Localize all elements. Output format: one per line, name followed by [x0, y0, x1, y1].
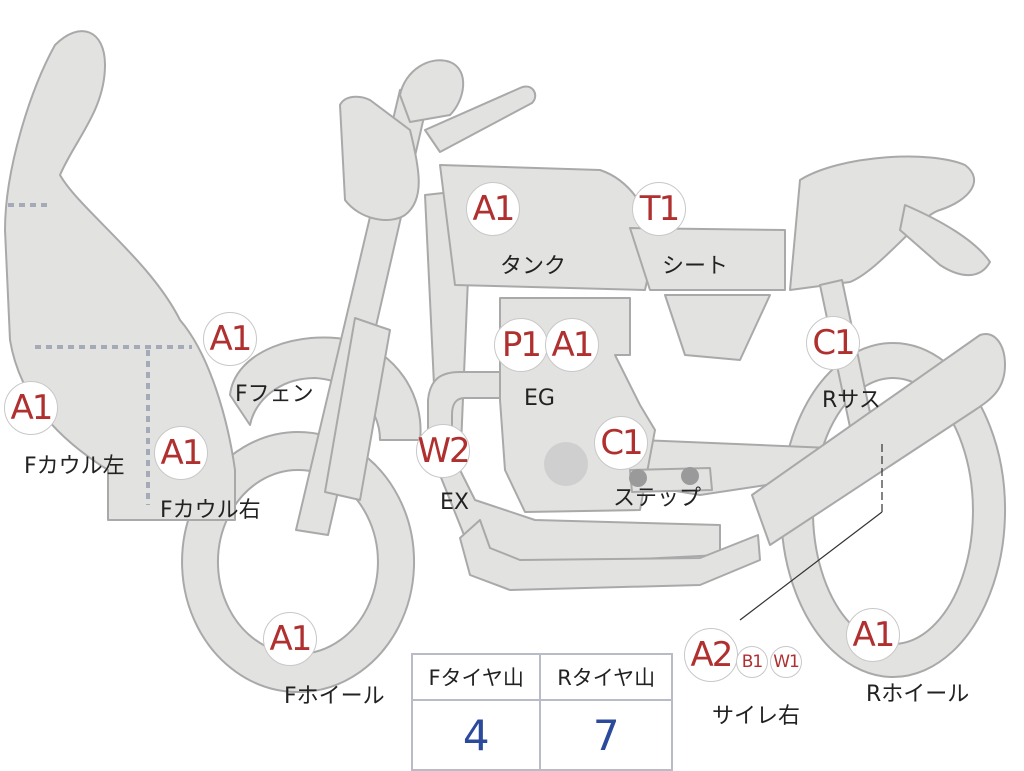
- seat-shape: [629, 227, 786, 291]
- badge-engine-a: A1: [545, 318, 599, 372]
- rear-tire-value: 7: [539, 699, 673, 771]
- label-silencer: サイレ右: [712, 704, 801, 729]
- tail-fin-shape: [899, 204, 991, 277]
- exhaust-pipe-shape: [459, 519, 761, 591]
- label-rear-suspension: Rサス: [822, 388, 881, 413]
- tail-shape: [789, 155, 976, 291]
- badge-front-wheel: A1: [263, 612, 317, 666]
- front-tire-header: Fタイヤ山: [410, 653, 542, 701]
- badge-silencer-b: B1: [736, 646, 768, 678]
- fork-lower-shape: [324, 317, 391, 501]
- badge-rear-suspension: C1: [806, 316, 860, 370]
- label-front-wheel: Fホイール: [284, 684, 385, 709]
- label-front-fender: Fフェン: [235, 382, 314, 407]
- badge-engine-p: P1: [494, 318, 548, 372]
- front-cowl-shape: [4, 30, 236, 521]
- label-step: ステップ: [613, 486, 702, 511]
- tire-tread-table: Fタイヤ山 Rタイヤ山 4 7: [410, 653, 673, 771]
- grip-shape: [399, 59, 465, 123]
- label-exhaust: EX: [440, 490, 469, 515]
- label-cowl-right: Fカウル右: [160, 498, 261, 523]
- label-tank: タンク: [500, 254, 567, 279]
- badge-front-fender: A1: [203, 312, 257, 366]
- headlight-shape: [339, 95, 420, 221]
- badge-cowl-right: A1: [154, 426, 208, 480]
- step-right-mark: [681, 467, 699, 485]
- badge-cowl-left: A1: [4, 381, 58, 435]
- badge-tank: A1: [466, 182, 520, 236]
- badge-silencer-w: W1: [770, 646, 802, 678]
- engine-cover-mark: [544, 442, 588, 486]
- badge-seat: T1: [632, 182, 686, 236]
- label-cowl-left: Fカウル左: [24, 454, 125, 479]
- side-panel-shape: [664, 294, 771, 361]
- step-left-mark: [629, 469, 647, 487]
- front-tire-value: 4: [410, 699, 542, 771]
- label-seat: シート: [662, 254, 729, 279]
- handlebar-shape: [424, 85, 537, 153]
- silencer-shape: [751, 333, 1006, 546]
- silencer-leader-line: [739, 511, 883, 621]
- rear-tire-header: Rタイヤ山: [539, 653, 673, 701]
- badge-rear-wheel: A1: [846, 608, 900, 662]
- badge-silencer-a: A2: [684, 628, 738, 682]
- badge-step: C1: [594, 416, 648, 470]
- badge-exhaust: W2: [416, 424, 471, 478]
- label-engine: EG: [524, 386, 555, 411]
- label-rear-wheel: Rホイール: [866, 682, 970, 707]
